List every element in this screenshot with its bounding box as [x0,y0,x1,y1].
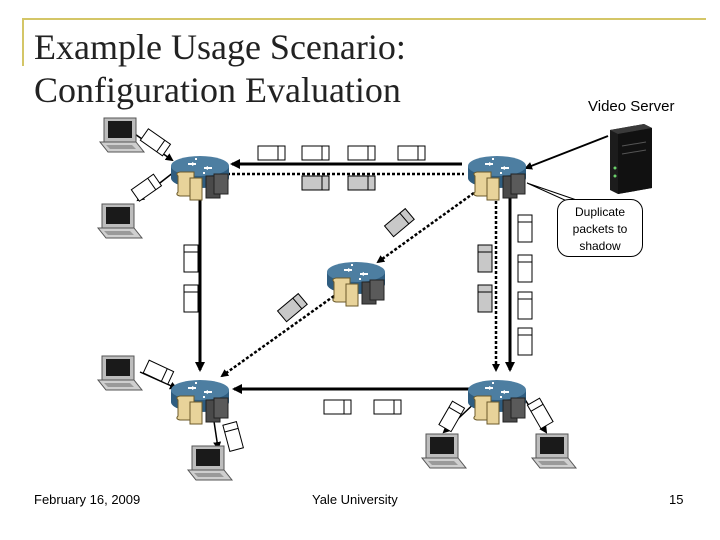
title-line-1: Example Usage Scenario: [34,27,406,67]
callout-line-3: shadow [579,239,621,253]
packet-icon [517,214,533,243]
packet-icon [347,175,376,191]
router-icon [170,155,230,201]
packet-icon [373,399,402,415]
packet-icon [183,244,199,273]
packet-icon [517,327,533,356]
router-icon [326,261,386,307]
slide-title: Example Usage Scenario: Configuration Ev… [34,26,504,112]
duplicate-callout: Duplicate packets to shadow [557,199,643,257]
laptop-icon [421,433,467,469]
router-icon [467,379,527,425]
link-server [524,135,609,170]
packet-icon [477,244,493,273]
shadow-link-diag-up [376,188,479,264]
callout-line-1: Duplicate [574,205,626,219]
shadow-link-diag-down [220,294,335,378]
packet-icon [139,128,171,157]
video-server-label: Video Server [588,98,675,115]
packet-icon [526,397,554,430]
packet-icon [301,175,330,191]
packet-icon [397,145,426,161]
packet-icon [301,145,330,161]
page-number: 15 [669,492,684,507]
server-icon [610,124,652,194]
callout-line-2: packets to [572,222,628,236]
packet-icon [222,421,244,452]
laptop-icon [97,355,143,391]
packet-icon [384,208,415,238]
laptop-icon [97,203,143,239]
router-icon [170,379,230,425]
router-icon [467,155,527,201]
packet-icon [130,173,162,202]
footer-organization: Yale University [312,492,398,507]
laptop-icon [531,433,577,469]
slide-frame-left [22,18,24,66]
slide-frame-top [22,18,706,20]
packet-icon [257,145,286,161]
laptop-icon [187,445,233,481]
packet-icon [183,284,199,313]
packet-icon [477,284,493,313]
title-line-2: Configuration Evaluation [34,70,401,110]
packet-icon [347,145,376,161]
footer-date: February 16, 2009 [34,492,141,507]
packet-icon [517,291,533,320]
packet-icon [517,254,533,283]
packet-icon [323,399,352,415]
